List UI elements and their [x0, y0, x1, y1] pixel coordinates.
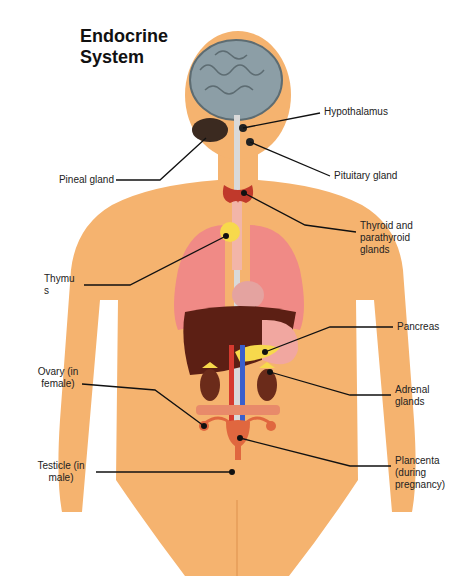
spinal-cord [234, 115, 240, 445]
leader-line [250, 142, 330, 176]
uterus [226, 420, 250, 448]
leader-line [96, 471, 232, 472]
leader-line [84, 236, 226, 285]
cerebellum [192, 118, 228, 142]
thymus [220, 222, 240, 242]
organ-label: Pituitary gland [334, 170, 444, 182]
organ-label: Thymu s [44, 273, 80, 297]
adrenal [202, 362, 275, 368]
leader-line [116, 138, 206, 180]
organ-label: Pancreas [397, 321, 467, 333]
leader-dots [201, 190, 273, 475]
organ-label: Plancenta (during pregnancy) [395, 455, 470, 491]
organ-label: Testicle (in male) [30, 460, 92, 484]
brain [190, 40, 282, 120]
left-kidney [200, 369, 220, 401]
leader-line [240, 438, 391, 466]
organ-label: Adrenal glands [395, 384, 455, 408]
leader-line [265, 327, 393, 352]
left-ovary [199, 421, 209, 431]
stomach [262, 320, 298, 364]
leader-lines [82, 113, 393, 472]
leader-line [270, 372, 391, 395]
leg-gap [236, 500, 238, 576]
leader-line [243, 113, 320, 128]
right-ovary [266, 421, 276, 431]
leader-line [244, 193, 356, 232]
leader-line [82, 384, 204, 426]
organ-label: Hypothalamus [324, 106, 434, 118]
organ-label: Thyroid and parathyroid glands [360, 220, 430, 256]
organ-label: Pineal gland [30, 174, 114, 186]
thyroid [223, 185, 253, 203]
cervix [235, 446, 241, 460]
intestine-ground [196, 405, 280, 415]
brain-folds [200, 51, 264, 94]
body-silhouette [58, 148, 415, 576]
diagram-title: Endocrine System [80, 26, 180, 68]
organ-label: Ovary (in female) [36, 366, 80, 390]
heart [232, 281, 264, 309]
